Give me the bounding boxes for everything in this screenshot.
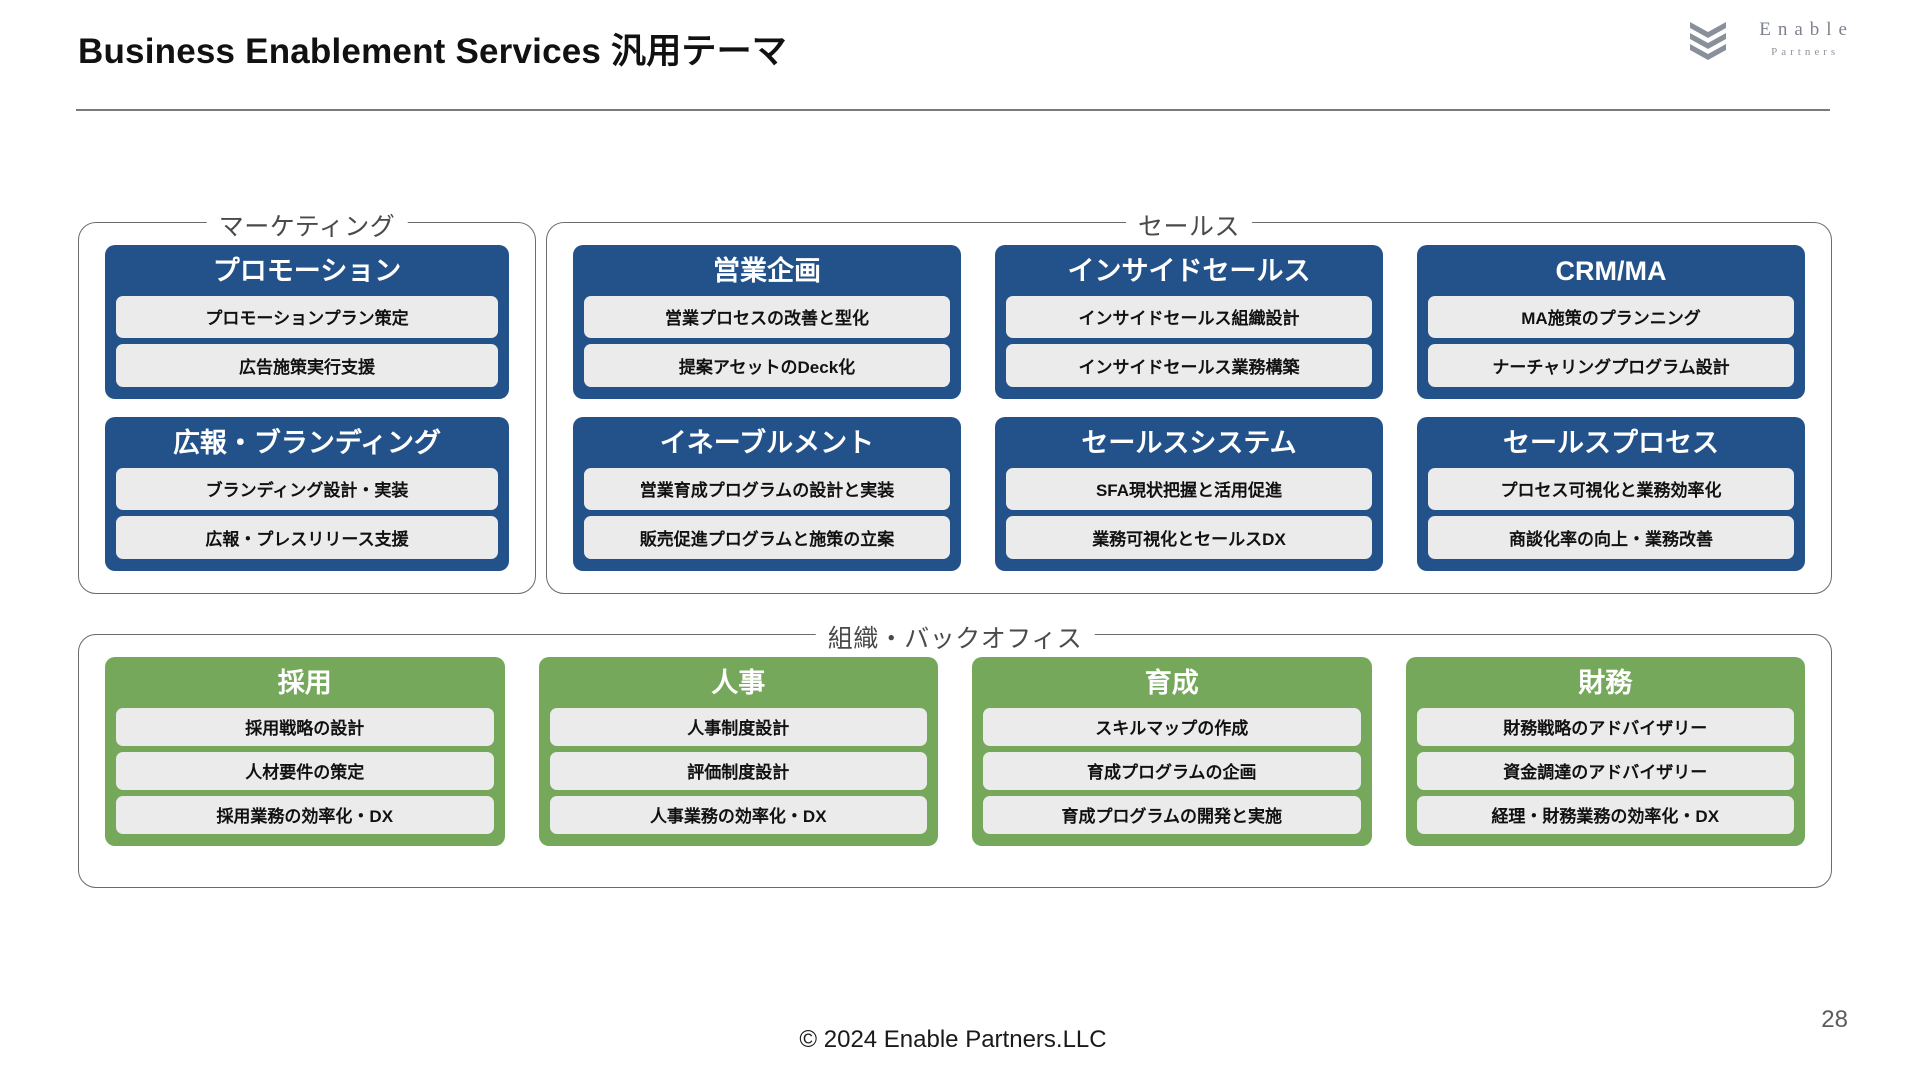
card-items: SFA現状把握と活用促進業務可視化とセールスDX — [1006, 467, 1372, 560]
card-backoffice-3-0[interactable]: 財務財務戦略のアドバイザリー資金調達のアドバイザリー経理・財務業務の効率化・DX — [1405, 657, 1805, 846]
card-item[interactable]: 採用戦略の設計 — [116, 707, 494, 746]
card-title: プロモーション — [212, 256, 402, 286]
card-items: インサイドセールス組織設計インサイドセールス業務構築 — [1006, 295, 1372, 388]
card-items: ブランディング設計・実装広報・プレスリリース支援 — [116, 467, 498, 560]
header-divider — [76, 109, 1830, 111]
card-title: 人事 — [711, 668, 766, 698]
group-columns-marketing: プロモーションプロモーションプラン策定広告施策実行支援広報・ブランディングブラン… — [79, 223, 535, 593]
card-sales-1-1[interactable]: セールスシステム SFA現状把握と活用促進業務可視化とセールスDX — [995, 417, 1383, 571]
brand-logo: Enable Partners — [1686, 16, 1854, 60]
card-items: スキルマップの作成育成プログラムの企画育成プログラムの開発と実施 — [983, 707, 1361, 834]
card-sales-0-1[interactable]: イネーブルメント営業育成プログラムの設計と実装販売促進プログラムと施策の立案 — [573, 417, 961, 571]
logo-name: Enable — [1759, 18, 1854, 40]
card-item[interactable]: 評価制度設計 — [549, 751, 927, 790]
card-item[interactable]: ブランディング設計・実装 — [116, 467, 498, 511]
slide-header: Business Enablement Services 汎用テーマ Enabl… — [0, 0, 1906, 118]
card-items: 人事制度設計評価制度設計人事業務の効率化・DX — [549, 707, 927, 834]
column-sales-0: 営業企画営業プロセスの改善と型化提案アセットのDeck化イネーブルメント営業育成… — [573, 245, 961, 571]
card-sales-0-0[interactable]: 営業企画営業プロセスの改善と型化提案アセットのDeck化 — [573, 245, 961, 399]
column-sales-2: CRM/MA MA施策のプランニングナーチャリングプログラム設計セールスプロセスプ… — [1417, 245, 1805, 571]
card-items: 財務戦略のアドバイザリー資金調達のアドバイザリー経理・財務業務の効率化・DX — [1416, 707, 1794, 834]
group-label-marketing: マーケティング — [206, 207, 408, 243]
card-marketing-0-0[interactable]: プロモーションプロモーションプラン策定広告施策実行支援 — [105, 245, 509, 399]
card-item[interactable]: インサイドセールス組織設計 — [1006, 295, 1372, 339]
card-title: セールスプロセス — [1503, 428, 1719, 458]
card-sales-2-0[interactable]: CRM/MA MA施策のプランニングナーチャリングプログラム設計 — [1417, 245, 1805, 399]
column-backoffice-2: 育成スキルマップの作成育成プログラムの企画育成プログラムの開発と実施 — [972, 657, 1372, 865]
group-sales: セールス 営業企画営業プロセスの改善と型化提案アセットのDeck化イネーブルメン… — [546, 207, 1832, 594]
card-item[interactable]: 経理・財務業務の効率化・DX — [1416, 795, 1794, 834]
card-items: プロセス可視化と業務効率化商談化率の向上・業務改善 — [1428, 467, 1794, 560]
card-item[interactable]: 育成プログラムの開発と実施 — [983, 795, 1361, 834]
card-item[interactable]: 財務戦略のアドバイザリー — [1416, 707, 1794, 746]
column-backoffice-3: 財務財務戦略のアドバイザリー資金調達のアドバイザリー経理・財務業務の効率化・DX — [1405, 657, 1805, 865]
footer-copyright: © 2024 Enable Partners.LLC — [799, 1026, 1107, 1053]
card-title: インサイドセールス — [1067, 256, 1311, 286]
card-items: 営業プロセスの改善と型化提案アセットのDeck化 — [584, 295, 950, 388]
column-marketing-0: プロモーションプロモーションプラン策定広告施策実行支援広報・ブランディングブラン… — [105, 245, 509, 571]
card-sales-2-1[interactable]: セールスプロセスプロセス可視化と業務効率化商談化率の向上・業務改善 — [1417, 417, 1805, 571]
group-label-sales: セールス — [1125, 207, 1253, 243]
card-items: MA施策のプランニングナーチャリングプログラム設計 — [1428, 295, 1794, 388]
card-item[interactable]: 育成プログラムの企画 — [983, 751, 1361, 790]
card-title: イネーブルメント — [659, 428, 875, 458]
card-item[interactable]: 営業プロセスの改善と型化 — [584, 295, 950, 339]
card-item[interactable]: プロモーションプラン策定 — [116, 295, 498, 339]
column-sales-1: インサイドセールスインサイドセールス組織設計インサイドセールス業務構築セールスシ… — [995, 245, 1383, 571]
card-sales-1-0[interactable]: インサイドセールスインサイドセールス組織設計インサイドセールス業務構築 — [995, 245, 1383, 399]
card-title: 営業企画 — [713, 256, 821, 286]
card-items: プロモーションプラン策定広告施策実行支援 — [116, 295, 498, 388]
card-title: 広報・ブランディング — [172, 428, 442, 458]
group-marketing: マーケティング プロモーションプロモーションプラン策定広告施策実行支援広報・ブラ… — [78, 207, 536, 594]
card-item[interactable]: 広告施策実行支援 — [116, 344, 498, 388]
column-backoffice-0: 採用採用戦略の設計人材要件の策定採用業務の効率化・DX — [105, 657, 505, 865]
card-items: 営業育成プログラムの設計と実装販売促進プログラムと施策の立案 — [584, 467, 950, 560]
card-item[interactable]: 業務可視化とセールスDX — [1006, 516, 1372, 560]
logo-text: Enable Partners — [1752, 19, 1854, 58]
card-item[interactable]: 人事制度設計 — [549, 707, 927, 746]
card-item[interactable]: 販売促進プログラムと施策の立案 — [584, 516, 950, 560]
card-backoffice-0-0[interactable]: 採用採用戦略の設計人材要件の策定採用業務の効率化・DX — [105, 657, 505, 846]
card-item[interactable]: 営業育成プログラムの設計と実装 — [584, 467, 950, 511]
page-number: 28 — [1821, 1006, 1848, 1033]
card-title: CRM/MA — [1555, 256, 1667, 286]
card-item[interactable]: スキルマップの作成 — [983, 707, 1361, 746]
card-item[interactable]: 広報・プレスリリース支援 — [116, 516, 498, 560]
card-item[interactable]: 人材要件の策定 — [116, 751, 494, 790]
card-marketing-0-1[interactable]: 広報・ブランディングブランディング設計・実装広報・プレスリリース支援 — [105, 417, 509, 571]
card-items: 採用戦略の設計人材要件の策定採用業務の効率化・DX — [116, 707, 494, 834]
card-item[interactable]: 採用業務の効率化・DX — [116, 795, 494, 834]
group-label-backoffice: 組織・バックオフィス — [815, 619, 1095, 655]
logo-subtitle: Partners — [1771, 45, 1840, 58]
card-item[interactable]: 人事業務の効率化・DX — [549, 795, 927, 834]
card-item[interactable]: MA施策のプランニング — [1428, 295, 1794, 339]
column-backoffice-1: 人事人事制度設計評価制度設計人事業務の効率化・DX — [538, 657, 938, 865]
page-title: Business Enablement Services 汎用テーマ — [78, 32, 787, 71]
card-title: 財務 — [1578, 668, 1633, 698]
card-title: セールスシステム — [1081, 428, 1297, 458]
card-item[interactable]: 提案アセットのDeck化 — [584, 344, 950, 388]
card-item[interactable]: インサイドセールス業務構築 — [1006, 344, 1372, 388]
card-title: 採用 — [277, 668, 332, 698]
card-item[interactable]: 資金調達のアドバイザリー — [1416, 751, 1794, 790]
card-item[interactable]: ナーチャリングプログラム設計 — [1428, 344, 1794, 388]
card-backoffice-1-0[interactable]: 人事人事制度設計評価制度設計人事業務の効率化・DX — [538, 657, 938, 846]
card-item[interactable]: 商談化率の向上・業務改善 — [1428, 516, 1794, 560]
card-item[interactable]: SFA現状把握と活用促進 — [1006, 467, 1372, 511]
card-item[interactable]: プロセス可視化と業務効率化 — [1428, 467, 1794, 511]
group-columns-sales: 営業企画営業プロセスの改善と型化提案アセットのDeck化イネーブルメント営業育成… — [547, 223, 1831, 593]
card-title: 育成 — [1144, 668, 1199, 698]
card-backoffice-2-0[interactable]: 育成スキルマップの作成育成プログラムの企画育成プログラムの開発と実施 — [972, 657, 1372, 846]
triple-chevron-down-icon — [1690, 22, 1727, 60]
